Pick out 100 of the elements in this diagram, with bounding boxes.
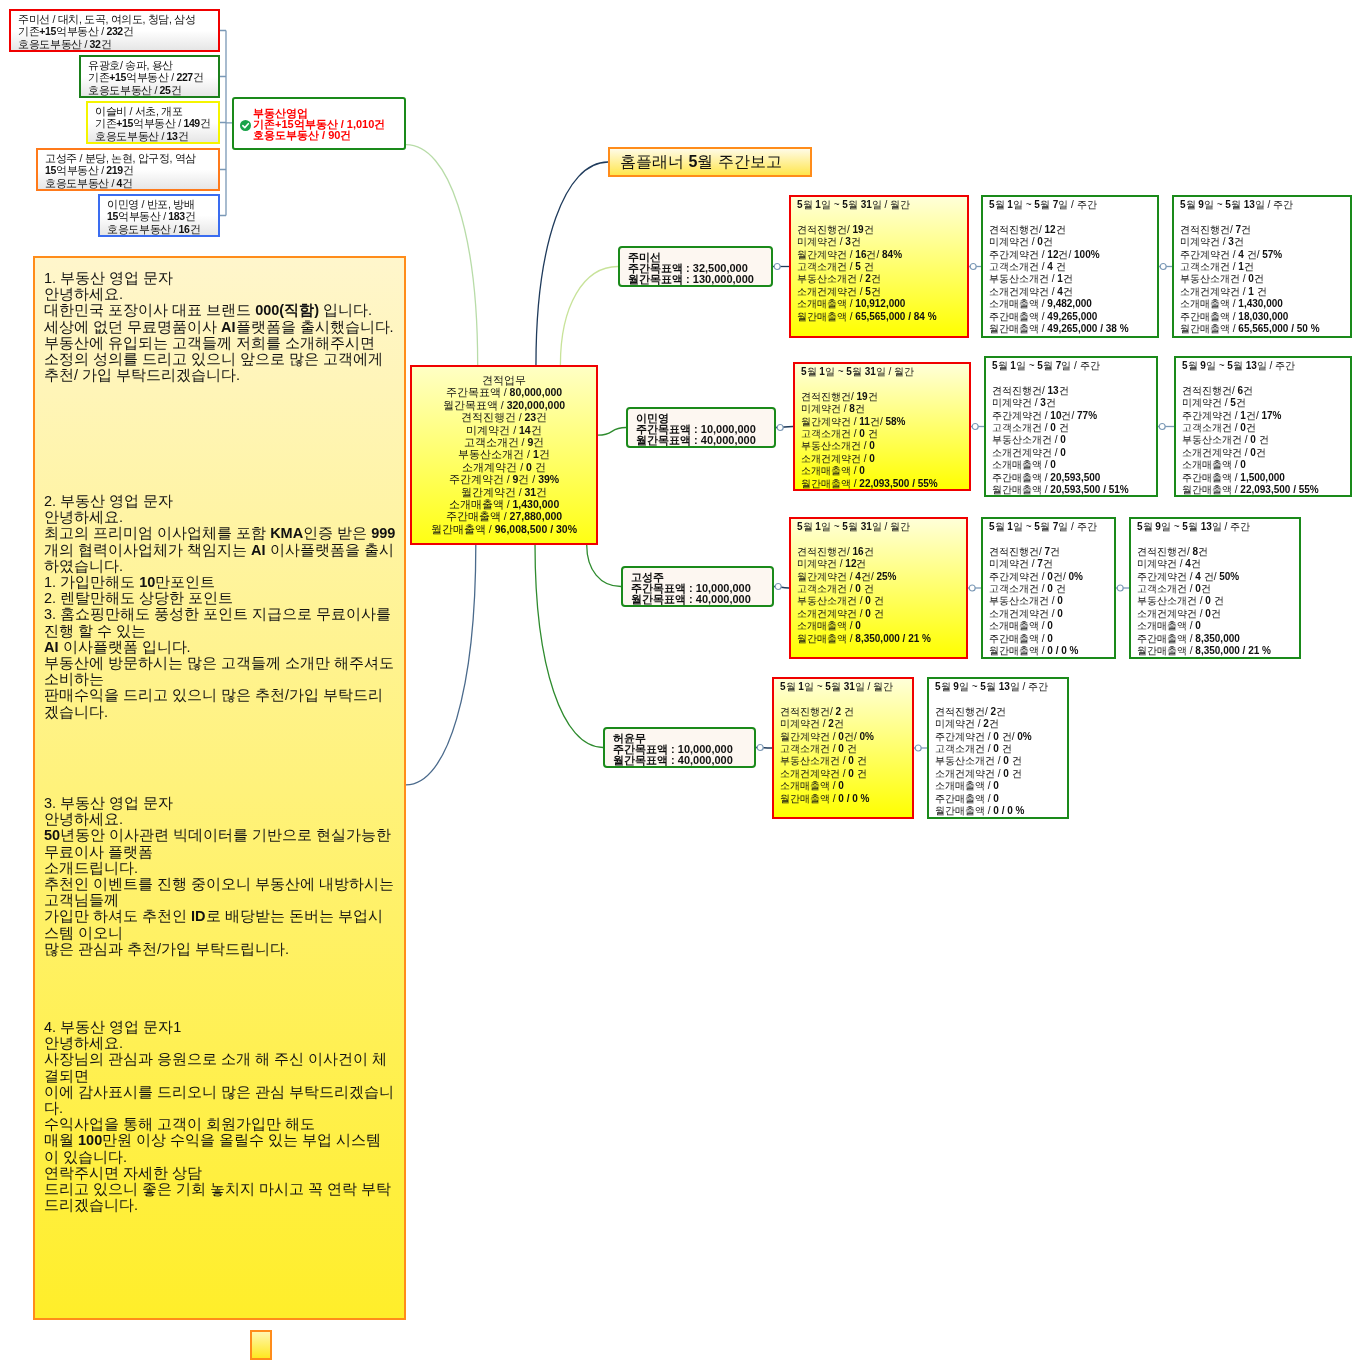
message-line: 1. 부동산 영업 문자 xyxy=(44,270,174,287)
stat-line: 미계약건 / 4건 xyxy=(1137,558,1201,571)
title-box xyxy=(608,147,812,177)
stat-line: 주간매출액 / 1,500,000 xyxy=(1182,471,1285,485)
stat-line: 고객소개건 / 0건 xyxy=(1137,583,1211,596)
message-line: 3. 부동산 영업 문자 xyxy=(44,795,174,812)
period-heading: 5월 1일 ~ 5월 31일 / 월간 xyxy=(797,199,911,212)
stat-line: 소개건계약건 / 0건 xyxy=(1137,607,1221,621)
person-text: 월간목표액 : 40,000,000 xyxy=(613,754,733,766)
period-heading: 5월 9일 ~ 5월 13일 / 주간 xyxy=(935,681,1049,694)
stat-line: 부동산소개건 / 0 건 xyxy=(935,755,1022,768)
stat-line: 고객소개건 / 0 건 xyxy=(797,583,874,596)
report-box xyxy=(772,677,914,819)
person-text: 월간목표액 : 130,000,000 xyxy=(628,273,754,285)
stat-line: 주간매출액 / 0 xyxy=(989,632,1053,646)
stat-line: 고객소개건 / 5 건 xyxy=(797,261,874,274)
topic-box xyxy=(79,55,220,98)
message-line: 4. 부동산 영업 문자1 xyxy=(44,1019,182,1036)
report-box xyxy=(984,356,1158,497)
person-text: 주간목표액 : 10,000,000 xyxy=(631,582,751,594)
topic-text: 기존+15억부동산 / 227건 xyxy=(88,71,204,84)
stat-line: 미계약건 / 14건 xyxy=(466,423,542,437)
topic-text: 이슬비 / 서초, 개포 xyxy=(95,105,183,118)
topic-text: 부동산영업 xyxy=(253,108,308,119)
connector-line xyxy=(559,265,619,366)
central-topic-box xyxy=(410,365,598,545)
message-line: 안녕하세요. xyxy=(44,286,124,303)
stat-line: 부동산소개건 / 0 xyxy=(992,434,1066,447)
stat-line: 소개매출액 / 0 xyxy=(935,780,999,793)
stat-line: 주간매출액 / 18,030,000 xyxy=(1180,310,1289,324)
stat-line: 고객소개건 / 1건 xyxy=(1180,261,1254,274)
message-line: 소정의 성의를 드리고 있으니 앞으로 많은 고객에게 추천/ 가입 부탁드리겠습니다. xyxy=(44,351,385,384)
stat-line: 소개매출액 / 0 xyxy=(797,620,861,633)
stat-line: 고객소개건 / 0건 xyxy=(1182,422,1256,435)
connector-line xyxy=(968,262,982,271)
message-box xyxy=(33,256,406,1320)
period-heading: 5월 1일 ~ 5월 7일 / 주간 xyxy=(992,360,1100,373)
person-box xyxy=(618,246,773,287)
connector-line xyxy=(1115,584,1130,592)
topic-box xyxy=(86,101,220,144)
message-line: 드리고 있으니 좋은 기회 놓치지 마시고 꼭 연락 부탁드리겠습니다. xyxy=(44,1181,393,1214)
topic-text: 고성주 / 분당, 논현, 압구정, 역삼 xyxy=(45,152,196,165)
stat-line: 견적진행건/ 13건 xyxy=(992,384,1069,398)
stat-line: 소개매출액 / 0 xyxy=(801,465,865,478)
stat-line: 소개건계약건 / 0 건 xyxy=(935,767,1022,781)
stat-line: 주간목표액 / 80,000,000 xyxy=(445,386,563,399)
stat-line: 월간계약건 / 16건/ 84% xyxy=(797,248,903,261)
message-line: 연락주시면 자세한 상담 xyxy=(44,1164,203,1182)
stat-line: 부동산소개건 / 0 건 xyxy=(1182,434,1269,447)
stat-line: 고객소개건 / 0 건 xyxy=(992,422,1069,435)
stat-line: 소개건계약건 / 4건 xyxy=(989,285,1073,299)
stat-line: 소개건계약건 / 5건 xyxy=(797,285,881,299)
person-text: 월간목표액 : 40,000,000 xyxy=(631,593,751,605)
report-box xyxy=(1174,356,1352,497)
stat-line: 견적진행건/ 12건 xyxy=(989,223,1066,237)
topic-text: 이민영 / 반포, 방배 xyxy=(107,198,195,211)
stat-line: 미계약건 / 3건 xyxy=(992,397,1056,410)
stat-line: 월간매출액 / 65,565,000 / 84 % xyxy=(797,310,937,324)
message-line: 부동산에 방문하시는 많은 고객들께 소개만 해주셔도 소비하는 xyxy=(44,655,396,688)
stat-line: 고객소개건 / 0 건 xyxy=(989,583,1066,596)
topic-text: 기존+15억부동산 / 1,010건 xyxy=(253,119,386,130)
stat-line: 견적진행건/ 6건 xyxy=(1182,384,1254,398)
topic-text: 호응도부동산 / 25건 xyxy=(88,83,182,97)
stat-line: 소개건계약건 / 0 xyxy=(989,607,1063,621)
stat-line: 견적진행건/ 8건 xyxy=(1137,545,1209,559)
topic-text: 호응도부동산 / 13건 xyxy=(95,129,189,143)
stat-line: 월간계약건 / 4건/ 25% xyxy=(797,570,897,583)
stat-line: 월간계약건 / 31건 xyxy=(460,485,548,499)
message-line: AI 이사플랫폼 입니다. xyxy=(44,638,191,656)
topic-text: 기존+15억부동산 / 232건 xyxy=(18,25,134,38)
stat-line: 부동산소개건 / 2건 xyxy=(797,273,881,286)
message-line: 소개드립니다. xyxy=(44,859,139,876)
topic-box xyxy=(232,97,406,150)
connector-line xyxy=(219,29,233,217)
stat-line: 주간계약건 / 12건/ 100% xyxy=(989,248,1100,261)
message-line: 많은 관심과 추천/가입 부탁드립니다. xyxy=(44,940,290,958)
stat-line: 소개매출액 / 0 xyxy=(992,459,1056,472)
stat-line: 미계약건 / 8건 xyxy=(801,403,865,416)
message-line: 2. 렌탈만해도 상당한 포인트 xyxy=(44,590,234,607)
connector-line xyxy=(405,144,479,366)
message-line: 1. 가입만해도 10만포인트 xyxy=(44,574,216,591)
message-line: 2. 부동산 영업 문자 xyxy=(44,493,174,510)
person-text: 이민영 xyxy=(636,413,669,424)
message-line: 사장님의 관심과 응원으로 소개 해 주신 이사건이 체결되면 xyxy=(44,1051,389,1084)
stat-line: 월간매출액 / 22,093,500 / 55% xyxy=(801,477,938,491)
connector-line xyxy=(405,544,477,786)
stat-line: 월간매출액 / 20,593,500 / 51% xyxy=(992,484,1129,497)
period-heading: 5월 1일 ~ 5월 31일 / 월간 xyxy=(780,681,894,694)
stat-line: 미계약건 / 7건 xyxy=(989,558,1053,571)
person-box xyxy=(626,407,776,448)
message-line: 가입만 하셔도 추천인 ID로 배당받는 돈버는 부업시스템 이오니 xyxy=(44,908,384,941)
stat-line: 미계약건 / 2건 xyxy=(780,718,844,731)
topic-text: 주미선 / 대치, 도곡, 여의도, 청담, 삼성 xyxy=(18,13,196,26)
period-heading: 5월 1일 ~ 5월 7일 / 주간 xyxy=(989,521,1097,534)
connector-line xyxy=(1158,262,1173,271)
stat-line: 고객소개건 / 9건 xyxy=(463,436,545,449)
stat-line: 견적진행건/ 7건 xyxy=(1180,223,1252,237)
person-text: 주간목표액 : 10,000,000 xyxy=(636,423,756,435)
stat-line: 부동산소개건 / 0 xyxy=(989,595,1063,608)
message-line: 세상에 없던 무료명품이사 AI플랫폼을 출시했습니다. xyxy=(44,318,394,335)
